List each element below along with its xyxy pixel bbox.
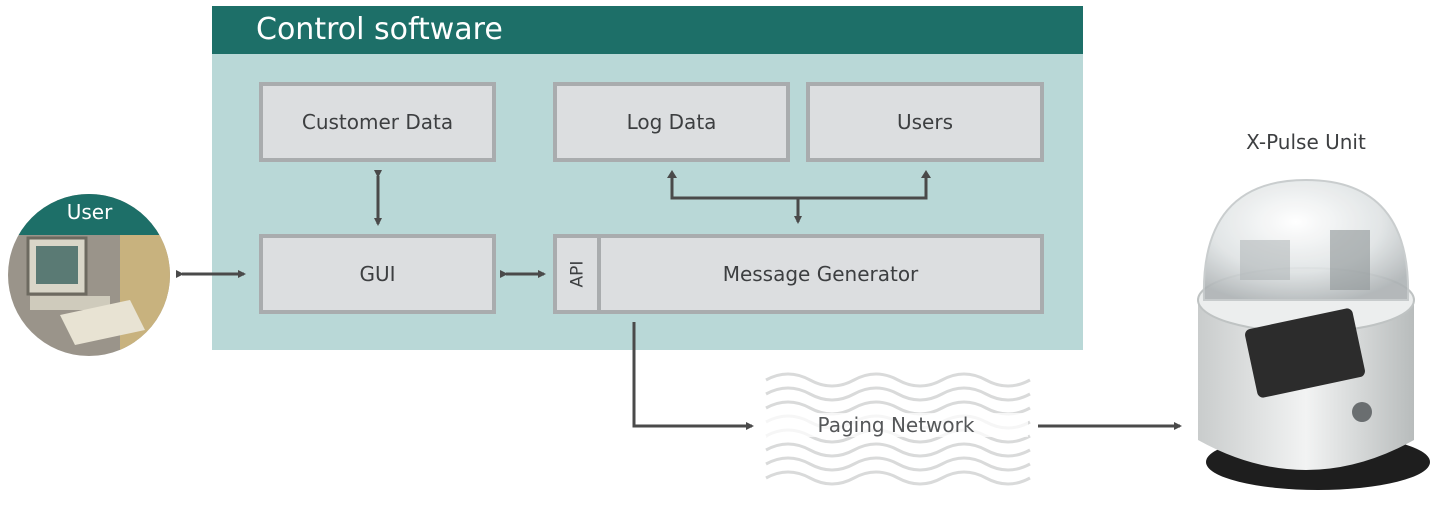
customer-data-label: Customer Data (301, 110, 454, 134)
bracket-log-users (670, 174, 928, 200)
x-pulse-unit-illustration (1197, 178, 1430, 490)
user-label: User (66, 200, 113, 224)
message-generator-box: API Message Generator (553, 234, 1044, 314)
api-section: API (557, 238, 601, 310)
gui-box: GUI (259, 234, 496, 314)
panel-title: Control software (212, 6, 1083, 54)
message-generator-label: Message Generator (722, 262, 919, 286)
users-label: Users (896, 110, 953, 134)
x-pulse-unit-label: X-Pulse Unit (1246, 130, 1366, 154)
arrowhead-log (667, 170, 677, 178)
arrowhead-users (921, 170, 931, 178)
paging-network-label: Paging Network (764, 413, 1028, 437)
users-box: Users (806, 82, 1044, 162)
log-data-box: Log Data (553, 82, 790, 162)
customer-data-box: Customer Data (259, 82, 496, 162)
log-data-label: Log Data (626, 110, 717, 134)
arrow-api-network (632, 322, 754, 430)
gui-label: GUI (359, 262, 396, 286)
